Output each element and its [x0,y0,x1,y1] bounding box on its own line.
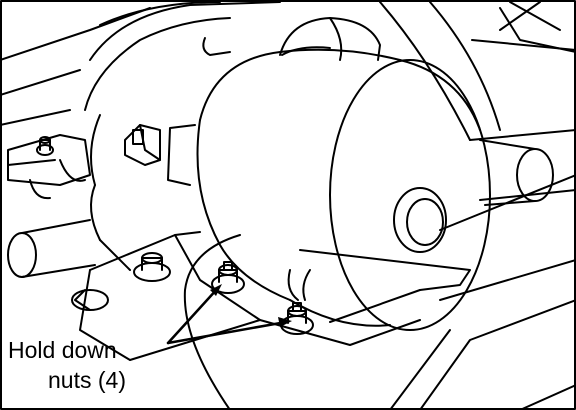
callout-leaders [166,286,288,345]
callout-label-line1: Hold down [8,337,117,363]
clamp [124,37,231,166]
hold-down-nut-front-left [211,261,245,294]
callout-label-line2: nuts (4) [48,367,126,393]
power-cord [183,234,311,410]
left-bracket [7,134,91,200]
hold-down-nut-rear [133,252,171,282]
left-pipe [7,219,96,278]
base-plate [71,231,471,361]
wheel-guard [84,1,281,271]
hold-down-nut-front-right [280,302,314,335]
arrowheads [210,284,292,327]
right-pipe [479,139,554,206]
motor [167,17,491,331]
